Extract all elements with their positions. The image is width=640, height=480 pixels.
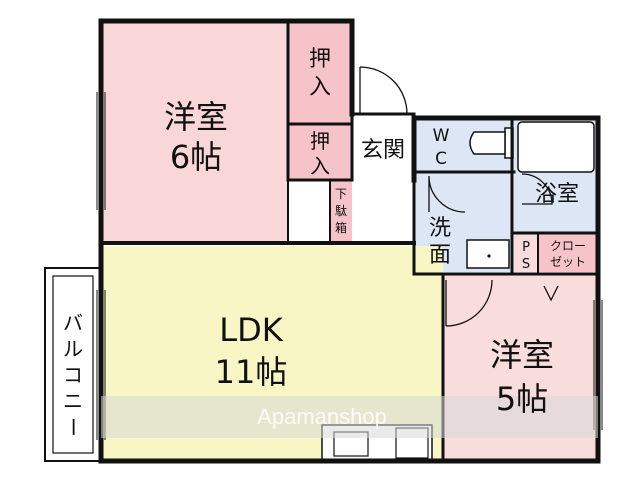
closet-1-fill [288,21,352,124]
room5-door-swing [445,279,493,327]
closet-small-label-1: クロー [550,239,586,253]
wash-basin [466,239,510,269]
bath-label: 浴室 [535,182,579,207]
washroom-label-1: 洗 [429,216,451,241]
closet-2-label-2: 入 [310,154,330,178]
western-room-6-fill [101,21,288,243]
shoe-box-label-3: 箱 [335,220,347,235]
ldk-name: LDK [219,311,283,349]
ps-fill [514,233,538,272]
closet-2-fill [288,124,352,180]
toilet-bowl [469,131,506,155]
walls [98,18,601,464]
washroom-label-2: 面 [429,243,451,268]
western-room-6-name: 洋室 [164,98,228,136]
bath-door-swing [521,173,553,205]
closet-2-label-1: 押 [310,129,330,153]
western-room-6-size: 6帖 [170,138,222,176]
entrance-label: 玄関 [361,138,405,163]
closet-small-fill [538,233,598,272]
wc-door-swing [428,175,466,213]
shoe-box-label-1: 下 [335,187,347,201]
wc-label-1: W [433,126,450,146]
closet-small-label-2: ゼット [550,255,586,269]
labels: 洋室 6帖 押 入 押 入 玄関 下 駄 箱 W C 浴室 洗 面 P S クロ… [61,47,586,437]
balcony-label-1: バ [63,311,83,335]
entrance-door-swing [359,66,408,115]
balcony-label-2: ル [63,337,83,361]
shoe-box-fill [330,180,352,242]
western-room-5-name: 洋室 [490,336,554,374]
balcony-inner [52,275,94,454]
wash-basin-drain [487,254,491,258]
wc-label-2: C [435,149,447,169]
balcony-label-3: コ [63,363,83,387]
western-room-5-size: 5帖 [496,380,548,418]
ldk-size: 11帖 [215,353,288,391]
closet-1-label-2: 入 [309,75,331,100]
closet-door-mark [543,285,559,302]
bathtub [517,121,595,173]
closet-1-label-1: 押 [309,47,331,72]
balcony-label-5: ー [61,417,85,437]
ps-label-2: S [522,257,530,272]
watermark-text: Apamanshop [257,404,387,429]
balcony-label-4: ニ [63,389,83,413]
shoe-box-label-2: 駄 [335,203,347,218]
ps-label-1: P [522,240,530,255]
watermark-band [101,396,598,438]
